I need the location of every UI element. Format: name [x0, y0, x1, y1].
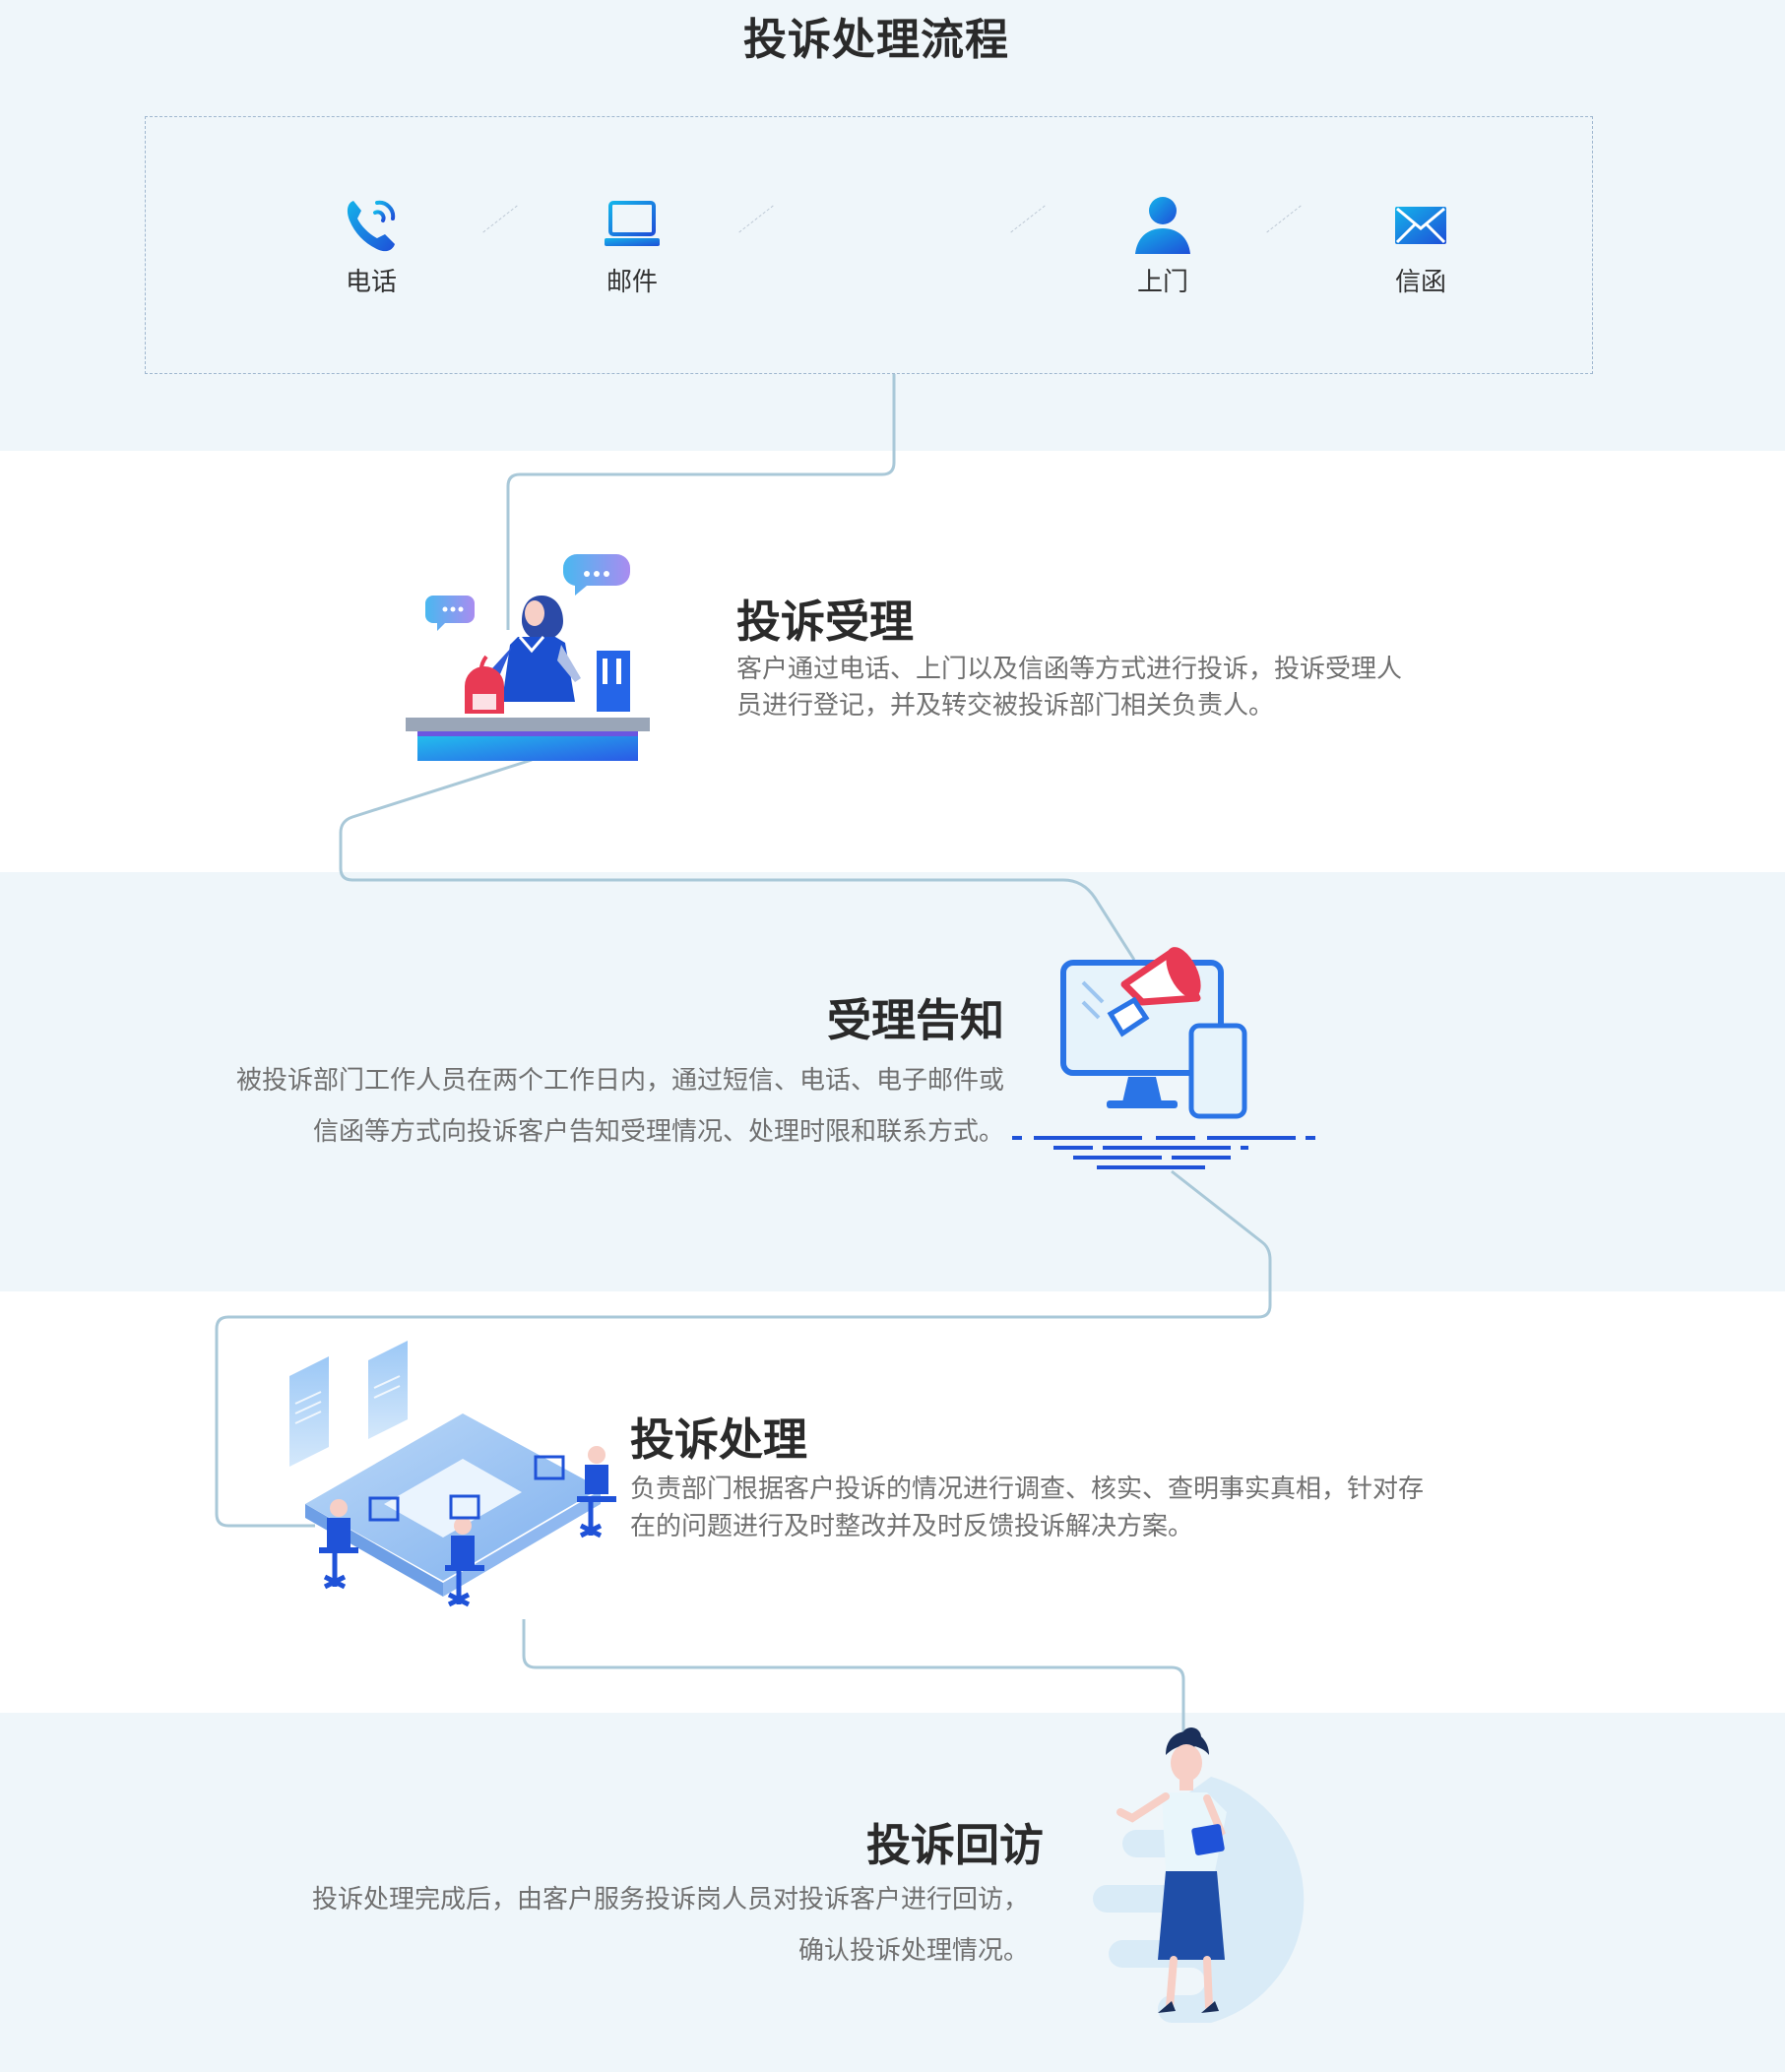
step1-band [0, 451, 1785, 872]
channel-visit: 上门 [1104, 193, 1222, 298]
step-description: 投诉处理完成后，由客户服务投诉岗人员对投诉客户进行回访， 确认投诉处理情况。 [138, 1874, 1029, 1977]
step-description: 负责部门根据客户投诉的情况进行调查、核实、查明事实真相，针对存 在的问题进行及时… [630, 1471, 1497, 1545]
step3-band [0, 1291, 1785, 1713]
step-description-line: 员进行登记，并及转交被投诉部门相关负责人。 [736, 691, 1275, 721]
service-woman-illustration [1093, 1727, 1305, 2023]
channel-phone: 电话 [312, 193, 430, 298]
person-icon [1135, 197, 1190, 254]
envelope-icon [1395, 207, 1446, 244]
step-description-line: 负责部门根据客户投诉的情况进行调查、核实、查明事实真相，针对存 [630, 1475, 1425, 1504]
step-title: 投诉回访 [865, 1819, 1044, 1871]
step-title: 受理告知 [826, 994, 1004, 1046]
channel-mail: 邮件 [573, 193, 691, 298]
channel-label: 电话 [345, 268, 397, 297]
step-title: 投诉处理 [630, 1413, 808, 1466]
step2-band [0, 872, 1785, 1291]
step-description-line: 在的问题进行及时整改并及时反馈投诉解决方案。 [630, 1512, 1194, 1541]
page-title: 投诉处理流程 [743, 15, 1009, 65]
step-description: 客户通过电话、上门以及信函等方式进行投诉，投诉受理人 员进行登记，并及转交被投诉… [736, 652, 1485, 724]
receptionist-illustration [406, 554, 650, 761]
channel-label: 邮件 [606, 268, 658, 297]
monitor-megaphone-illustration [1012, 947, 1315, 1169]
phone-icon [347, 200, 396, 252]
team-office-illustration [289, 1341, 616, 1607]
channel-label: 信函 [1394, 268, 1446, 297]
step-description-line: 投诉处理完成后，由客户服务投诉岗人员对投诉客户进行回访， [311, 1885, 1029, 1915]
step-description-line: 客户通过电话、上门以及信函等方式进行投诉，投诉受理人 [736, 655, 1403, 684]
step4-band [0, 1713, 1785, 2072]
channel-label: 上门 [1136, 268, 1188, 297]
step-description-line: 被投诉部门工作人员在两个工作日内，通过短信、电话、电子邮件或 [235, 1066, 1004, 1096]
step-description: 被投诉部门工作人员在两个工作日内，通过短信、电话、电子邮件或 信函等方式向投诉客… [118, 1055, 1004, 1158]
channels-box [145, 116, 1593, 374]
step-description-line: 确认投诉处理情况。 [797, 1936, 1029, 1966]
laptop-icon [605, 201, 660, 246]
step-title: 投诉受理 [736, 596, 915, 648]
step-description-line: 信函等方式向投诉客户告知受理情况、处理时限和联系方式。 [312, 1117, 1004, 1147]
channel-letter: 信函 [1362, 193, 1480, 298]
